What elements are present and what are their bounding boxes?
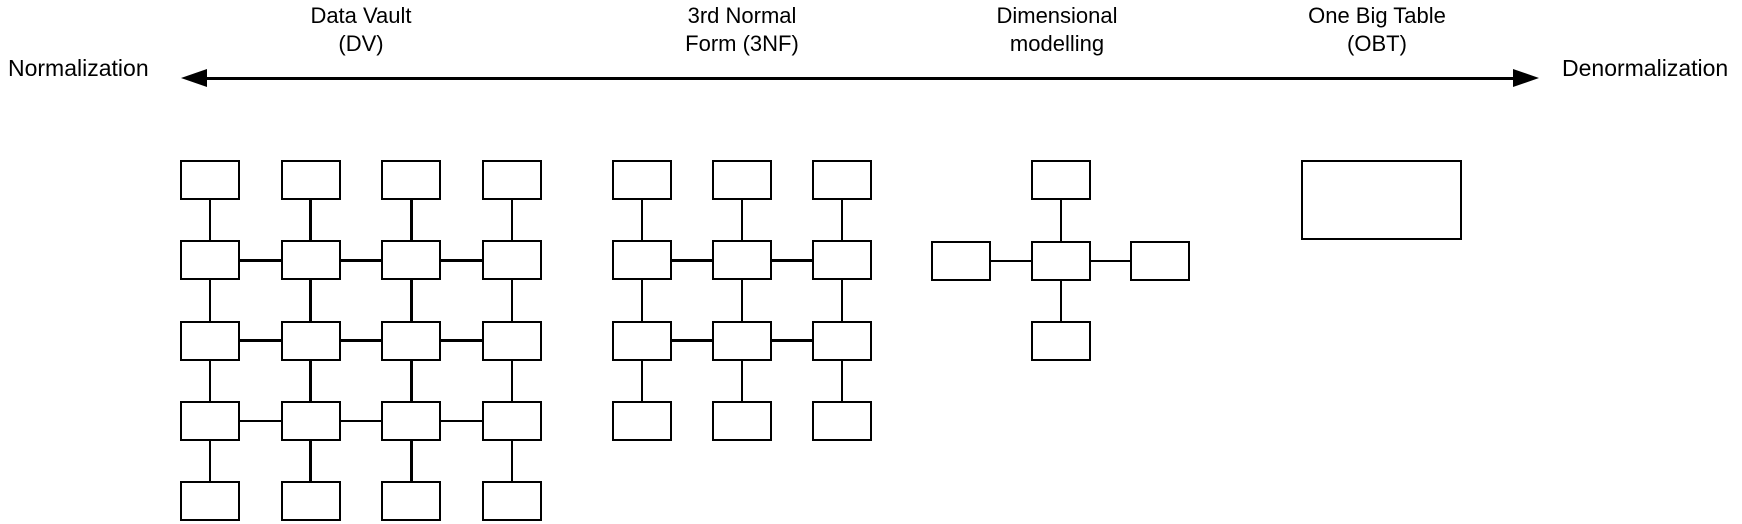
normalization-label: Normalization [8,55,149,81]
data-vault-entity-box [180,400,240,441]
third-normal-form-relationship-line [840,360,844,401]
third-normal-form-label-line2: Form (3NF) [685,31,799,56]
third-normal-form-relationship-line [740,200,744,241]
data-vault-relationship-line [309,440,312,481]
data-vault-relationship-line [240,259,281,262]
third-normal-form-relationship-line [772,339,812,342]
data-vault-entity-box [381,320,442,361]
dimensional-modelling-relationship-line [1059,200,1063,241]
data-vault-entity-box [481,400,542,441]
data-vault-entity-box [381,240,442,281]
right-arrowhead-icon [1513,69,1539,87]
third-normal-form-relationship-line [672,339,712,342]
third-normal-form-entity-box [612,240,672,281]
dimensional-modelling-label-line2: modelling [1009,31,1105,56]
third-normal-form-relationship-line [740,280,744,321]
third-normal-form-entity-box [812,400,872,441]
data-vault-relationship-line [410,440,413,481]
third-normal-form-entity-box [812,240,872,281]
dimensional-modelling-relationship-line [991,259,1031,263]
data-vault-entity-box [280,240,341,281]
third-normal-form-entity-box [612,160,672,200]
denormalization-label: Denormalization [1562,55,1729,81]
data-vault-relationship-line [410,360,413,401]
data-vault-relationship-line [510,200,514,241]
data-vault-entity-box [381,160,442,200]
data-vault-relationship-line [240,339,281,342]
third-normal-form-entity-box [612,400,672,441]
data-vault-entity-box [381,481,442,521]
data-vault-relationship-line [309,280,312,321]
spectrum-arrow-line [205,76,1515,80]
third-normal-form-entity-box [612,320,672,361]
third-normal-form-entity-box [712,400,772,441]
third-normal-form-relationship-line [772,259,812,262]
data-vault-relationship-line [441,259,482,262]
third-normal-form-entity-box [712,240,772,281]
data-vault-relationship-line [208,280,212,321]
data-vault-entity-box [180,240,240,281]
data-vault-relationship-line [340,259,382,262]
third-normal-form-label-line1: 3rd Normal [687,3,797,28]
dimensional-modelling-entity-box [1031,321,1091,361]
data-vault-relationship-line [510,360,514,401]
one-big-table-entity-box [1301,160,1462,240]
dimensional-modelling-entity-box [931,241,991,281]
third-normal-form-relationship-line [640,360,644,401]
data-vault-entity-box [180,320,240,361]
data-vault-relationship-line [340,419,382,422]
data-vault-entity-box [481,481,542,521]
third-normal-form-relationship-line [840,280,844,321]
dimensional-modelling-label: Dimensional modelling [907,2,1207,58]
one-big-table-label: One Big Table (OBT) [1227,2,1527,58]
left-arrowhead-icon [181,69,207,87]
dimensional-modelling-relationship-line [1091,259,1130,263]
dimensional-modelling-label-line1: Dimensional [996,3,1118,28]
third-normal-form-relationship-line [740,360,744,401]
data-vault-entity-box [280,160,341,200]
third-normal-form-relationship-line [640,280,644,321]
dimensional-modelling-relationship-line [1059,281,1063,321]
data-vault-entity-box [280,481,341,521]
third-normal-form-entity-box [712,320,772,361]
data-vault-relationship-line [510,280,514,321]
data-vault-label-line1: Data Vault [310,3,412,28]
data-vault-relationship-line [208,440,212,481]
third-normal-form-label: 3rd Normal Form (3NF) [592,2,892,58]
data-vault-relationship-line [208,200,212,241]
data-vault-entity-box [481,240,542,281]
data-vault-entity-box [481,320,542,361]
data-vault-relationship-line [510,440,514,481]
data-vault-relationship-line [309,200,312,241]
third-normal-form-relationship-line [672,259,712,262]
one-big-table-label-line1: One Big Table [1308,3,1446,28]
data-vault-relationship-line [208,360,212,401]
third-normal-form-entity-box [812,160,872,200]
dimensional-modelling-entity-box [1031,241,1091,281]
third-normal-form-entity-box [712,160,772,200]
third-normal-form-relationship-line [640,200,644,241]
data-vault-relationship-line [240,419,281,422]
data-vault-entity-box [180,481,240,521]
third-normal-form-relationship-line [840,200,844,241]
data-vault-entity-box [381,400,442,441]
data-vault-relationship-line [441,419,482,422]
dimensional-modelling-entity-box [1031,160,1091,200]
data-vault-relationship-line [410,280,413,321]
data-vault-relationship-line [340,339,382,342]
data-vault-label: Data Vault (DV) [211,2,511,58]
one-big-table-label-line2: (OBT) [1347,31,1407,56]
dimensional-modelling-entity-box [1130,241,1190,281]
data-vault-entity-box [280,400,341,441]
data-vault-entity-box [481,160,542,200]
data-vault-relationship-line [441,339,482,342]
data-vault-entity-box [180,160,240,200]
data-vault-label-line2: (DV) [338,31,384,56]
data-vault-relationship-line [309,360,312,401]
third-normal-form-entity-box [812,320,872,361]
data-vault-entity-box [280,320,341,361]
data-vault-relationship-line [410,200,413,241]
